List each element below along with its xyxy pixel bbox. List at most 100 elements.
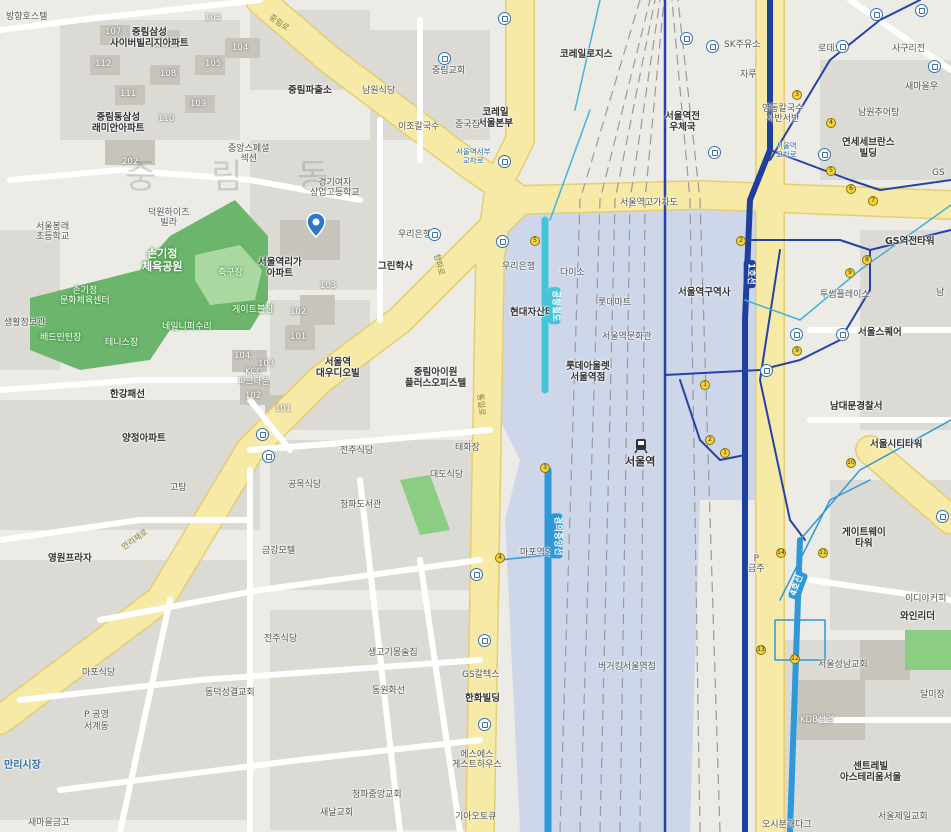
park-label: 네일니퍼수리 xyxy=(162,322,212,332)
place-label: 롯데마트 xyxy=(598,298,632,308)
bus-stop-icon[interactable] xyxy=(708,146,721,159)
place-label: 청파도서관 xyxy=(340,500,382,510)
place-label: 남원추어탕 xyxy=(858,108,900,118)
park-label: 축구장 xyxy=(218,268,243,278)
subway-exit-icon[interactable]: 14 xyxy=(776,548,786,558)
bus-stop-icon[interactable] xyxy=(438,52,451,65)
place-label: 고탕 xyxy=(170,483,187,493)
place-label: 자루 xyxy=(740,70,757,80)
place-label: GS칼텍스 xyxy=(462,670,500,680)
apt-number: 109 xyxy=(190,99,207,109)
bus-stop-icon[interactable] xyxy=(680,32,693,45)
subway-exit-icon[interactable]: 2 xyxy=(736,236,746,246)
place-label: 달미장 xyxy=(920,690,945,700)
bus-stop-icon[interactable] xyxy=(818,148,831,161)
subway-exit-icon[interactable]: 5 xyxy=(530,236,540,246)
bus-stop-icon[interactable] xyxy=(428,228,441,241)
bus-stop-icon[interactable] xyxy=(706,40,719,53)
place-label: 서울제일교회 xyxy=(878,812,928,822)
subway-exit-icon[interactable]: 8 xyxy=(862,255,872,265)
subway-exit-icon[interactable]: 4 xyxy=(495,553,505,563)
subway-exit-icon[interactable]: 1 xyxy=(700,380,710,390)
bus-stop-icon[interactable] xyxy=(256,428,269,441)
bus-stop-icon[interactable] xyxy=(478,634,491,647)
subway-exit-icon[interactable]: 4 xyxy=(826,118,836,128)
bus-stop-icon[interactable] xyxy=(496,235,509,248)
place-label: 태화장 xyxy=(455,443,480,453)
subway-exit-icon[interactable]: 13 xyxy=(756,645,766,655)
train-station-icon[interactable] xyxy=(634,438,648,454)
park-label: 게이트볼장 xyxy=(232,305,274,315)
place-label: 마포식당 xyxy=(82,668,116,678)
subway-exit-icon[interactable]: 12 xyxy=(790,654,800,664)
place-label: 코레일로지스 xyxy=(560,49,613,60)
bus-stop-icon[interactable] xyxy=(790,328,803,341)
place-label: 한강패선 xyxy=(110,389,145,400)
bus-stop-icon[interactable] xyxy=(936,510,949,523)
bus-stop-icon[interactable] xyxy=(470,568,483,581)
location-pin-icon[interactable] xyxy=(306,212,326,238)
apt-number: 202 xyxy=(122,157,139,167)
apt-number: 104 xyxy=(232,43,249,53)
place-label: 이디야커피 xyxy=(905,594,947,604)
place-label: 사구리전 xyxy=(892,44,926,54)
subway-exit-icon[interactable]: 1 xyxy=(720,448,730,458)
place-label: 서계동 xyxy=(84,722,109,732)
subway-line-badge: 공항철도 xyxy=(548,287,561,325)
place-label: 한화빌딩 xyxy=(465,693,500,704)
bus-stop-icon[interactable] xyxy=(498,155,511,168)
apt-number: 111 xyxy=(120,89,137,99)
place-label: 양정아파트 xyxy=(122,433,166,444)
subway-exit-icon[interactable]: 9 xyxy=(792,346,802,356)
apt-number: 101 xyxy=(290,332,307,342)
subway-exit-icon[interactable]: 10 xyxy=(846,458,856,468)
place-label: 우리은행 xyxy=(502,262,536,272)
park-area xyxy=(30,200,268,370)
place-label: 서울역고가차도 xyxy=(620,198,678,208)
place-label: 대도식당 xyxy=(430,470,464,480)
bus-stop-icon[interactable] xyxy=(498,12,511,25)
apt-number: 103 xyxy=(258,359,275,369)
bus-stop-icon[interactable] xyxy=(478,718,491,731)
subway-exit-icon[interactable]: 7 xyxy=(868,196,878,206)
subway-exit-icon[interactable]: 2 xyxy=(705,435,715,445)
bus-stop-icon[interactable] xyxy=(760,364,773,377)
subway-exit-icon[interactable]: 5 xyxy=(826,166,836,176)
bus-stop-icon[interactable] xyxy=(836,328,849,341)
bus-stop-icon[interactable] xyxy=(836,40,849,53)
subway-exit-icon[interactable]: 3 xyxy=(792,90,802,100)
bus-stop-icon[interactable] xyxy=(262,450,275,463)
district-label: 중 림 동 xyxy=(125,157,351,197)
subway-exit-icon[interactable]: 6 xyxy=(846,184,856,194)
subway-exit-icon[interactable]: 11 xyxy=(818,548,828,558)
subway-exit-icon[interactable]: 3 xyxy=(540,463,550,473)
apt-number: 107 xyxy=(105,27,122,37)
place-label: 생활정보관 xyxy=(4,318,46,328)
bus-stop-icon[interactable] xyxy=(915,4,928,17)
subway-exit-icon[interactable]: 9 xyxy=(845,268,855,278)
subway-lines xyxy=(499,0,951,832)
bus-stop-icon[interactable] xyxy=(870,8,883,21)
place-label: 새마을우 xyxy=(905,82,939,92)
bus-stop-icon[interactable] xyxy=(928,60,941,73)
place-label: 서울역구역사 xyxy=(678,287,731,298)
park-small-2 xyxy=(905,630,951,670)
place-label: GS역전타워 xyxy=(885,236,935,247)
